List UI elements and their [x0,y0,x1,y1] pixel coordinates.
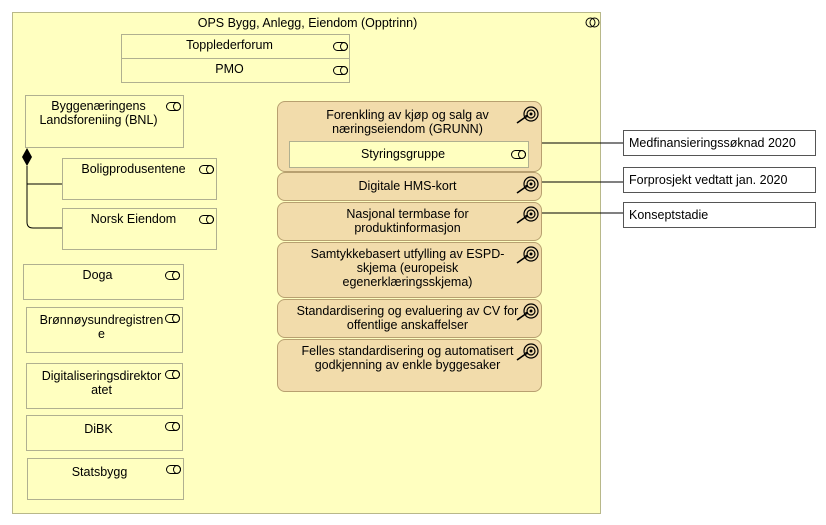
goal-icon [516,303,539,321]
role-icon [165,271,180,280]
role-icon [166,102,181,111]
goal-espd[interactable]: Samtykkebasert utfylling av ESPD-skjema … [277,242,542,298]
role-label: Statsbygg [71,465,128,479]
role-label: DiBK [84,422,113,436]
role-label: Norsk Eiendom [90,212,177,226]
composition-line-boligprodusentene [26,166,62,185]
role-pmo[interactable]: PMO [121,58,350,83]
goal-icon [516,206,539,224]
role-label: Byggenæringens Landsforeniing (BNL) [39,99,158,127]
role-icon [166,465,181,474]
note-konseptstadie[interactable]: Konseptstadie [623,202,816,228]
role-bronnoysundregistrene[interactable]: Brønnøysundregistrene [26,307,183,353]
goal-icon [516,106,539,124]
role-label: PMO [215,62,244,76]
role-digitaliseringsdirektoratet[interactable]: Digitaliseringsdirektoratet [26,363,183,409]
role-boligprodusentene[interactable]: Boligprodusentene [62,158,217,200]
goal-label: Nasjonal termbase for produktinformasjon [346,207,469,235]
goal-label: Samtykkebasert utfylling av ESPD-skjema … [310,247,505,289]
role-label: Styringsgruppe [360,147,446,161]
role-label: Brønnøysundregistrene [39,313,164,341]
collaboration-icon [585,17,600,28]
role-icon [165,422,180,431]
note-forprosjekt[interactable]: Forprosjekt vedtatt jan. 2020 [623,167,816,193]
role-label: Topplederforum [186,38,273,52]
role-icon [165,370,180,379]
role-styringsgruppe[interactable]: Styringsgruppe [289,141,529,168]
composition-diamond [22,148,32,166]
composition-line-norsk-eiendom [26,184,62,229]
goal-icon [516,176,539,194]
goal-label: Forenkling av kjøp og salg av næringseie… [326,108,489,136]
role-label: Boligprodusentene [81,162,186,176]
role-icon [333,42,348,51]
goal-icon [516,343,539,361]
goal-nasjonal-termbase[interactable]: Nasjonal termbase for produktinformasjon [277,202,542,241]
role-icon [511,150,526,159]
container-title: OPS Bygg, Anlegg, Eiendom (Opptrinn) [197,16,418,30]
role-icon [199,165,214,174]
role-dibk[interactable]: DiBK [26,415,183,451]
goal-label: Standardisering og evaluering av CV for … [296,304,519,332]
role-icon [333,66,348,75]
role-topplederforum[interactable]: Topplederforum [121,34,350,59]
role-icon [199,215,214,224]
goal-label: Digitale HMS-kort [358,179,457,193]
goal-digitale-hms-kort[interactable]: Digitale HMS-kort [277,172,542,201]
goal-felles-standardisering[interactable]: Felles standardisering og automatisert g… [277,339,542,392]
role-label: Doga [82,268,113,282]
role-label: Digitaliseringsdirektoratet [41,369,162,397]
role-norsk-eiendom[interactable]: Norsk Eiendom [62,208,217,250]
note-medfinansieringssoknad[interactable]: Medfinansieringssøknad 2020 [623,130,816,156]
role-statsbygg[interactable]: Statsbygg [27,458,184,500]
role-bnl[interactable]: Byggenæringens Landsforeniing (BNL) [25,95,184,148]
goal-label: Felles standardisering og automatisert g… [301,344,514,372]
role-doga[interactable]: Doga [23,264,184,300]
note-label: Konseptstadie [629,208,709,222]
role-icon [165,314,180,323]
goal-cv[interactable]: Standardisering og evaluering av CV for … [277,299,542,338]
note-label: Medfinansieringssøknad 2020 [629,136,796,150]
goal-icon [516,246,539,264]
note-label: Forprosjekt vedtatt jan. 2020 [629,173,788,187]
